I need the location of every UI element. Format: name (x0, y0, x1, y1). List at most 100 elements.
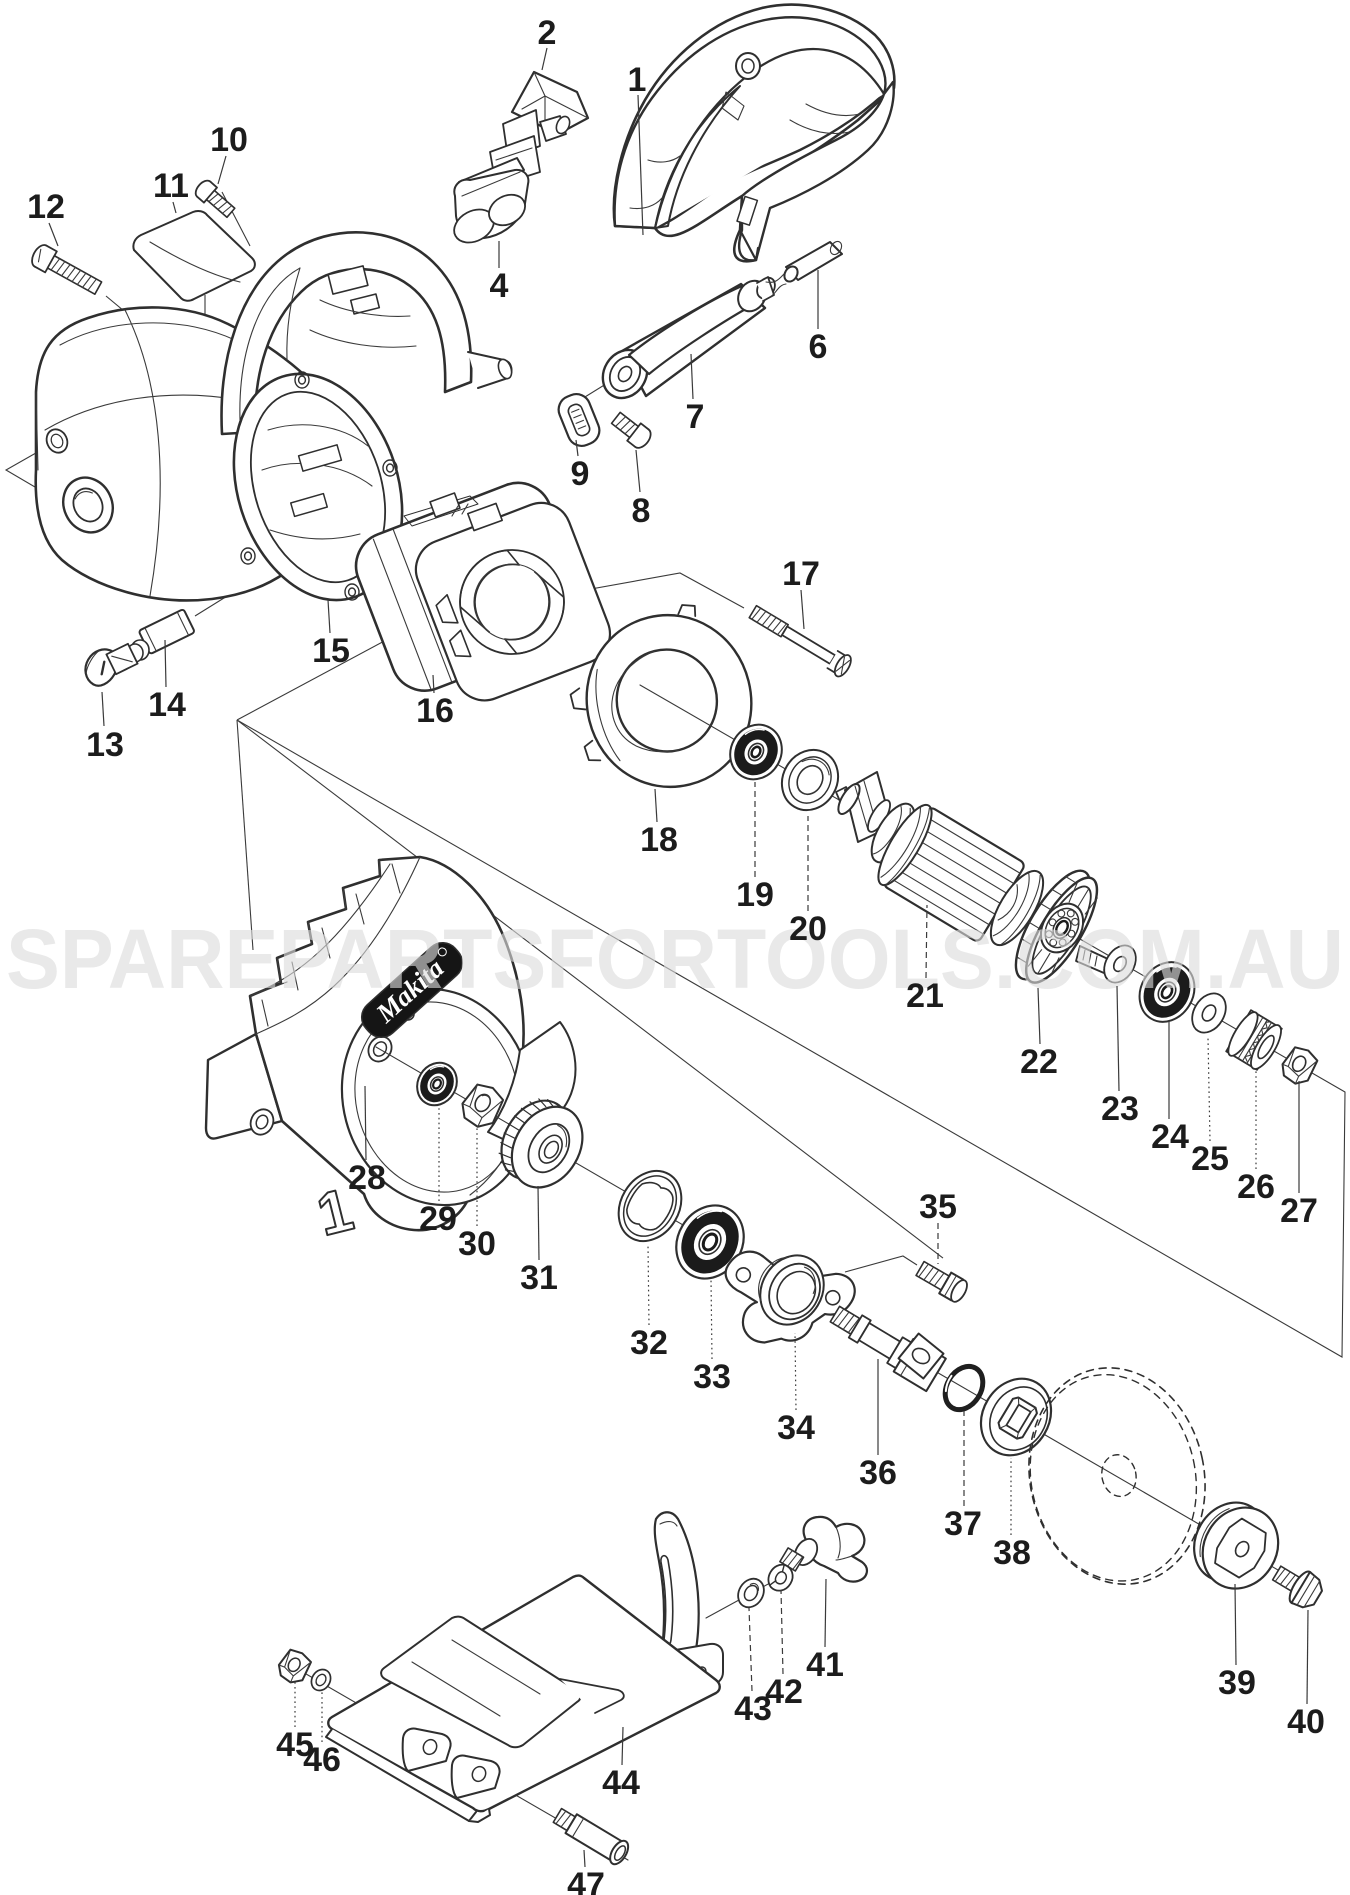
part-30-hex-nut-drawing (461, 1083, 505, 1128)
part-number-label-37: 37 (944, 1505, 982, 1543)
leader-line-part-33 (710, 1278, 713, 1360)
watermark-text: SPAREPARTSFORTOOLS.COM.AU (6, 912, 1344, 1006)
part-number-label-40: 40 (1287, 1703, 1325, 1741)
leader-line-part-22 (1037, 987, 1041, 1045)
part-32-wave-washer-drawing (617, 1169, 683, 1243)
part-45-hex-nut-drawing (277, 1648, 312, 1684)
leader-line-part-8 (635, 449, 641, 493)
part-43-flat-washer-drawing (737, 1577, 765, 1609)
part-number-label-20: 20 (789, 910, 827, 948)
part-40-flange-bolt-drawing (1271, 1565, 1323, 1609)
part-number-label-44: 44 (602, 1764, 640, 1802)
molded-numeral: 1 (311, 1176, 360, 1249)
part-number-label-9: 9 (571, 455, 590, 493)
part-number-label-30: 30 (458, 1225, 496, 1263)
part-9-clamp-drawing (557, 393, 601, 447)
part-number-label-42: 42 (765, 1673, 803, 1711)
part-1-handle-cover-drawing (612, 3, 896, 263)
part-33-ball-bearing-drawing (675, 1204, 745, 1280)
part-number-label-45: 45 (276, 1726, 314, 1764)
leader-line-part-7 (690, 353, 694, 400)
part-number-label-1: 1 (628, 61, 647, 99)
leader-line-part-32 (647, 1244, 650, 1326)
construction-line-screw35-wedge (844, 1255, 918, 1273)
leader-line-part-23 (1116, 985, 1120, 1092)
part-number-label-8: 8 (632, 492, 651, 530)
part-number-label-10: 10 (210, 121, 248, 159)
part-number-label-24: 24 (1151, 1118, 1189, 1156)
part-4-switch-lower-drawing (453, 157, 530, 244)
part-21-armature-drawing (835, 771, 1120, 984)
part-36-spindle-drawing (829, 1305, 947, 1393)
part-17-screw-drawing (748, 604, 852, 678)
part-15-motor-housing-drawing (34, 231, 513, 602)
part-number-label-6: 6 (809, 328, 828, 366)
leader-line-part-16 (432, 674, 435, 694)
construction-line-housing-wedge-down (236, 719, 254, 951)
leader-line-part-17 (800, 589, 805, 630)
leader-line-part-10 (217, 155, 227, 185)
construction-line-diagonal-to-screw35 (236, 719, 944, 1259)
part-number-label-39: 39 (1218, 1664, 1256, 1702)
part-7-grip-drawing (601, 273, 787, 400)
leader-line-part-18 (654, 788, 658, 823)
part-number-label-14: 14 (148, 686, 186, 724)
leader-line-part-40 (1306, 1609, 1309, 1705)
part-46-flat-washer-drawing (310, 1668, 332, 1692)
part-47-hinge-bolt-drawing (552, 1807, 630, 1866)
part-27-hex-nut-drawing (1281, 1046, 1319, 1085)
leader-line-part-15 (327, 599, 331, 634)
part-11-label-sticker-drawing (132, 210, 256, 302)
part-29-ball-bearing-drawing (416, 1061, 458, 1107)
part-31-clutch-drum-drawing (498, 1098, 584, 1189)
part-10-screw-drawing (194, 179, 236, 219)
part-number-label-17: 17 (782, 555, 820, 593)
part-number-label-21: 21 (906, 977, 944, 1015)
part-number-label-18: 18 (640, 821, 678, 859)
part-number-label-26: 26 (1237, 1168, 1275, 1206)
part-6-pin-drawing (783, 240, 843, 283)
part-39-outer-flange-drawing (1193, 1501, 1280, 1590)
part-number-label-27: 27 (1280, 1192, 1318, 1230)
part-number-label-19: 19 (736, 876, 774, 914)
leader-line-part-28 (364, 1085, 367, 1161)
leader-line-part-41 (824, 1578, 827, 1648)
leader-line-part-42 (780, 1589, 784, 1675)
part-41-clamp-lever-drawing (779, 1515, 868, 1583)
leader-line-part-34 (794, 1332, 797, 1411)
part-number-labels: 1246789101112131415161718192021222324252… (27, 14, 1325, 1895)
part-12-screw-drawing (31, 244, 103, 295)
part-44-base-plate-drawing (325, 1511, 724, 1823)
part-35-bolt-drawing (915, 1260, 968, 1303)
leader-line-part-1 (637, 94, 644, 236)
part-24-ball-bearing-drawing (1138, 961, 1196, 1023)
leader-line-part-11 (172, 201, 177, 214)
part-number-label-29: 29 (419, 1200, 457, 1238)
construction-line-long-diagonal (236, 719, 1346, 1358)
leader-line-part-44 (621, 1726, 624, 1766)
part-number-label-2: 2 (538, 14, 557, 52)
part-number-label-11: 11 (153, 167, 189, 205)
cutting-wheel-dashed-outline (1028, 1367, 1206, 1585)
part-14-carbon-brush-drawing (105, 608, 195, 676)
leader-line-part-9 (575, 439, 579, 457)
leader-line-part-39 (1234, 1583, 1237, 1666)
part-16-field-drawing (354, 481, 611, 702)
leader-line-part-31 (537, 1185, 540, 1261)
leader-line-part-2 (541, 47, 548, 71)
part-19-ball-bearing-drawing (729, 723, 783, 781)
part-26-helical-gear-drawing (1225, 1009, 1283, 1071)
part-number-label-33: 33 (693, 1358, 731, 1396)
part-number-label-38: 38 (993, 1534, 1031, 1572)
part-20-insulation-washer-drawing (780, 748, 840, 812)
part-number-label-36: 36 (859, 1454, 897, 1492)
part-number-label-25: 25 (1191, 1140, 1229, 1178)
part-number-label-13: 13 (86, 726, 124, 764)
part-number-label-43: 43 (734, 1690, 772, 1728)
part-number-label-22: 22 (1020, 1043, 1058, 1081)
part-number-label-34: 34 (777, 1409, 815, 1447)
part-number-label-47: 47 (567, 1866, 605, 1895)
part-number-label-35: 35 (919, 1188, 957, 1226)
